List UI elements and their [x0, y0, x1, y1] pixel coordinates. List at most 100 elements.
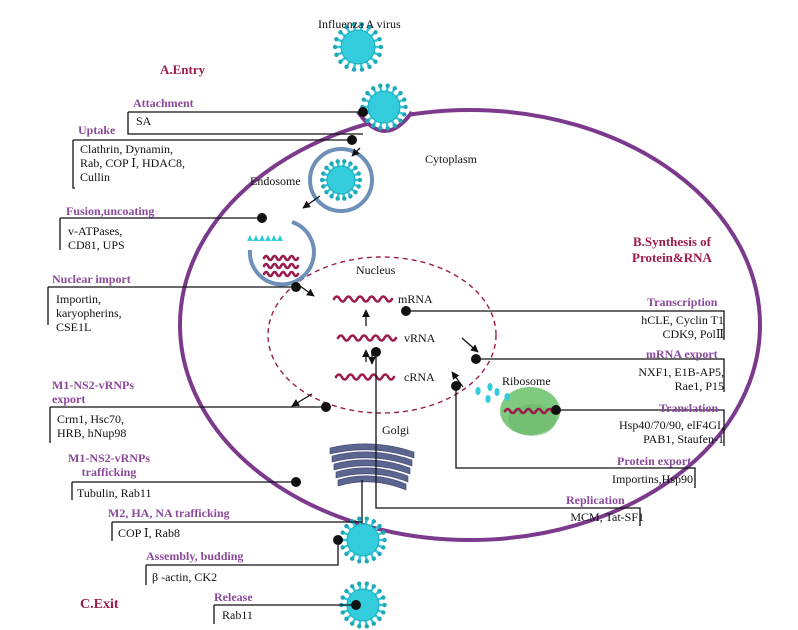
factors-trafficking: Tubulin, Rab11 — [77, 486, 151, 500]
stage-exit: C.Exit — [80, 597, 119, 612]
virus-spike-tip — [342, 196, 347, 201]
virus-spike-tip — [403, 104, 408, 110]
golgi-icon — [329, 443, 415, 491]
ribosome-label: Ribosome — [502, 374, 551, 388]
factors-assembly: β -actin, CK2 — [152, 570, 217, 584]
virus-spike-tip — [382, 602, 387, 608]
mrna-label: mRNA — [398, 292, 433, 306]
arrow — [299, 285, 315, 297]
step-title-transcription: Transcription — [647, 295, 718, 309]
golgi-cisterna — [329, 443, 415, 459]
virus-spike-tip — [321, 171, 326, 176]
connector-dot — [321, 402, 331, 412]
virus-spike-tip — [367, 24, 372, 30]
factor: Crm1, Hsc70, — [57, 412, 124, 426]
protein-droplet — [485, 395, 491, 403]
virus-spike-tip — [373, 30, 378, 35]
nucleus-envelope — [267, 256, 497, 414]
virus-body — [367, 90, 401, 124]
virus-spike-tip — [344, 551, 349, 557]
virus-spike-tip — [353, 165, 358, 171]
factors-transcription: hCLE, Cyclin T1 CDK9, PolⅡ — [641, 313, 724, 341]
virus-spike-tip — [340, 545, 345, 550]
rna-strand-icon — [334, 373, 396, 381]
endosome-spike — [253, 235, 259, 241]
virus-spike-tip — [371, 123, 376, 128]
virus-spike-tip — [334, 36, 339, 42]
golgi-label: Golgi — [382, 423, 410, 437]
factors-fusion: v-ATPases, CD81, UPS — [68, 224, 125, 252]
virus-spike-tip — [344, 588, 349, 594]
factors-protein-export: Importins,Hsp90 — [612, 472, 693, 486]
virus-body — [340, 29, 376, 65]
influenza-virus-icon — [339, 581, 387, 629]
virus-spike-tip — [371, 86, 376, 91]
endosome-spike — [259, 235, 265, 241]
protein-droplet — [504, 393, 510, 401]
factor: hCLE, Cyclin T1 — [641, 313, 724, 327]
virus-body — [346, 523, 380, 557]
virus-spike-tip — [344, 616, 349, 622]
influenza-virus-icon — [319, 159, 363, 201]
rna-strand-icon — [262, 270, 300, 278]
protein-droplet — [475, 387, 481, 395]
arrow — [451, 371, 464, 388]
rna-strand-icon — [332, 295, 394, 303]
virus-spike-tip — [359, 67, 365, 72]
virus-spike-tip — [364, 516, 369, 521]
connector-transcription — [406, 310, 725, 340]
endosome-spike — [265, 235, 271, 241]
factor: Rab, COP Ⅰ, HDAC8, — [80, 156, 185, 170]
factors-export: Crm1, Hsc70, HRB, hNup98 — [57, 412, 126, 440]
connector-dot — [471, 354, 481, 364]
virus-spike-tip — [338, 59, 343, 64]
connector-dot — [291, 282, 301, 292]
factors-nuclear-import: Importin, karyopherins, CSE1L — [56, 292, 122, 334]
arrow — [302, 195, 321, 209]
virus-spike-tip — [359, 22, 365, 27]
connector-dot — [401, 306, 411, 316]
virus-spike-tip — [402, 112, 407, 117]
step-title-translation: Translation — [659, 401, 719, 415]
connector-mrna-export — [476, 358, 725, 392]
step-title-export: M1-NS2-vRNPs export — [52, 378, 134, 406]
influenza-virus-icon — [339, 516, 387, 564]
virus-spike-tip — [392, 86, 397, 91]
virus-spike-tip — [378, 44, 384, 50]
connector-dot — [358, 107, 368, 117]
virus-spike-tip — [335, 159, 340, 164]
virus-spike-tip — [392, 123, 397, 128]
golgi-cisterna — [335, 467, 409, 483]
virus-spike-tip — [373, 59, 378, 64]
virus-spike-tip — [324, 189, 329, 195]
step-title-protein-export: Protein export — [617, 454, 692, 468]
step-title-attachment: Attachment — [133, 96, 194, 110]
virus-spike-tip — [342, 159, 347, 164]
connector-dot — [347, 135, 357, 145]
virus-spike-tip — [402, 97, 407, 102]
rna-strand-icon — [262, 254, 300, 262]
step-title-export-line-1: M1-NS2-vRNPs — [52, 378, 134, 392]
virus-spike-tip — [377, 588, 382, 594]
arrow — [461, 337, 479, 353]
step-title-uptake: Uptake — [78, 123, 116, 137]
virus-spike-tip — [357, 177, 363, 183]
virus-spike-tip — [371, 519, 376, 524]
connector-dot — [351, 600, 361, 610]
virus-spike-tip — [381, 595, 386, 600]
virus-spike-tip — [371, 556, 376, 561]
factor: CSE1L — [56, 320, 92, 334]
factor: SA — [136, 114, 152, 128]
virus-spike-tip — [334, 52, 339, 58]
connector-replication — [375, 352, 641, 526]
virus-spike-tip — [351, 67, 357, 72]
virus-spike-tip — [329, 194, 334, 199]
virus-spike-tip — [350, 519, 355, 524]
factors-translation: Hsp40/70/90, elF4GI, PAB1, Staufen-1 — [619, 418, 724, 446]
endosome-spike — [271, 235, 277, 241]
virus-spike-tip — [319, 177, 325, 183]
factor: PAB1, Staufen-1 — [643, 432, 724, 446]
factors-replication: MCM, Tat-SF1 — [570, 510, 644, 524]
step-title-fusion: Fusion,uncoating — [66, 204, 155, 218]
